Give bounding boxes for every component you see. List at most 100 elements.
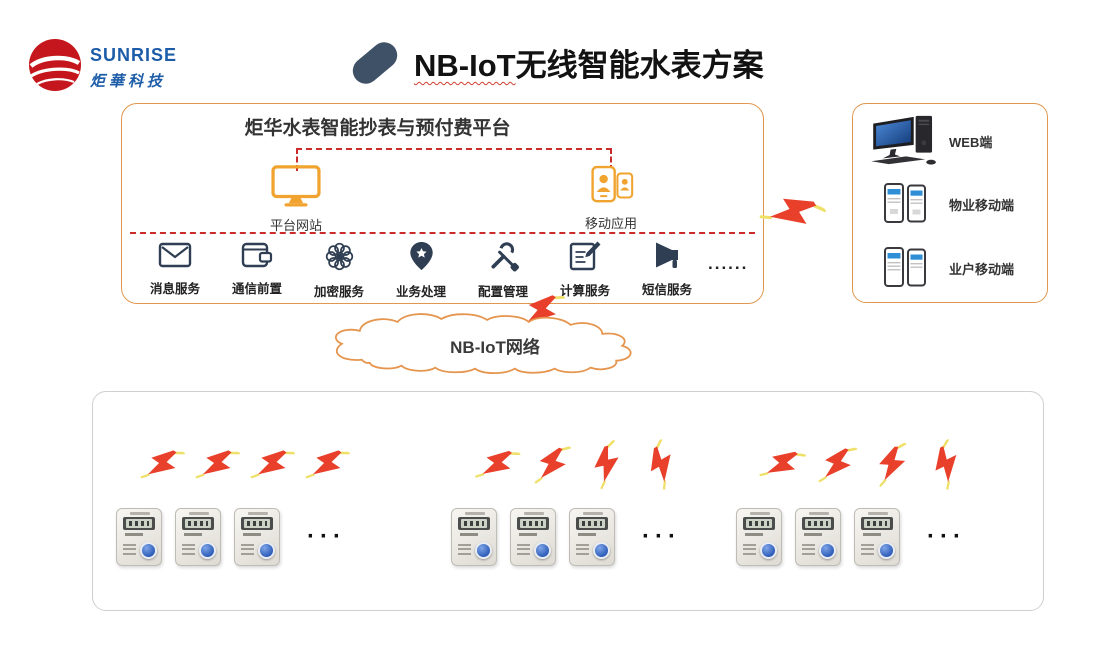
lcd-display [182, 517, 214, 530]
service-label: 消息服务 [149, 282, 200, 296]
service-label: 通信前置 [231, 282, 282, 296]
dashed-connector [296, 148, 612, 171]
lightning-icon [760, 183, 824, 243]
client-row: 业户移动端 [863, 238, 1043, 298]
sunrise-logo-icon [28, 38, 82, 97]
meter-row: ··· [736, 508, 967, 566]
title-zh: 无线智能水表方案 [515, 48, 764, 83]
dual-phones-icon [863, 245, 949, 291]
dashed-divider [130, 232, 755, 234]
page-header: NB-IoT无线智能水表方案 [347, 36, 764, 89]
lcd-display [743, 517, 775, 530]
title-pill-icon [347, 36, 403, 89]
meters-ellipsis: ··· [642, 523, 681, 551]
meter-row: ··· [451, 508, 682, 566]
title-en: NB-IoT [414, 48, 516, 83]
services-row: 消息服务 通信前置 [134, 240, 753, 300]
atom-icon [323, 240, 356, 274]
mobile-app-icon [588, 165, 634, 210]
lcd-display [458, 517, 490, 530]
meter-knob [819, 542, 836, 559]
client-label: WEB端 [949, 134, 993, 150]
services-ellipsis: ...... [708, 254, 749, 273]
meter-group: ··· [451, 442, 682, 566]
service-item: 业务处理 [380, 240, 462, 300]
lcd-display [517, 517, 549, 530]
client-row: WEB端 [863, 112, 1043, 170]
desktop-computer-icon [863, 114, 949, 168]
service-item: 消息服务 [134, 240, 216, 297]
meters-ellipsis: ··· [307, 523, 346, 551]
wallet-icon [240, 240, 274, 274]
bolt-row [477, 442, 682, 502]
lcd-display [861, 517, 893, 530]
logo: SUNRISE 炬華科技 [28, 38, 177, 97]
meter-knob [534, 542, 551, 559]
megaphone-icon [650, 240, 684, 274]
water-meter [116, 508, 162, 566]
meter-knob [475, 542, 492, 559]
network-label: NB-IoT网络 [450, 338, 540, 357]
service-item: 加密服务 [298, 240, 380, 300]
node-label: 平台网站 [269, 218, 322, 233]
company-name: 炬華科技 [90, 73, 167, 90]
lcd-display [576, 517, 608, 530]
meter-group: ··· [736, 442, 967, 566]
lightning-icon [243, 435, 302, 496]
meter-knob [258, 542, 275, 559]
clients-box: WEB端 物业移动端 [852, 103, 1048, 303]
dual-phones-icon [863, 181, 949, 227]
service-label: 加密服务 [313, 285, 364, 299]
platform-box: 炬华水表智能抄表与预付费平台 平台网站 [121, 103, 764, 304]
location-pin-icon [405, 240, 438, 274]
water-meter [510, 508, 556, 566]
lightning-icon [583, 438, 632, 491]
water-meter [234, 508, 280, 566]
water-meter [736, 508, 782, 566]
meters-ellipsis: ··· [927, 523, 966, 551]
lcd-display [241, 517, 273, 530]
monitor-icon [270, 165, 322, 212]
page-title: NB-IoT无线智能水表方案 [414, 40, 764, 85]
bolt-row [142, 442, 347, 502]
service-item: 计算服务 [544, 240, 626, 299]
water-meter [175, 508, 221, 566]
client-label: 业户移动端 [949, 261, 1015, 277]
lightning-icon [633, 435, 691, 495]
meters-box: ··· ··· [92, 391, 1044, 611]
document-edit-icon [568, 240, 602, 274]
lightning-icon [810, 436, 864, 494]
service-label: 计算服务 [559, 284, 610, 298]
meter-row: ··· [116, 508, 347, 566]
node-label: 移动应用 [584, 216, 637, 231]
service-label: 短信服务 [641, 283, 692, 297]
lightning-icon [752, 435, 812, 496]
meter-group: ··· [116, 442, 347, 566]
cloud-shape [335, 313, 632, 375]
mobile-app-node: 移动应用 [575, 165, 647, 232]
lightning-icon [133, 435, 192, 496]
water-meter [569, 508, 615, 566]
meter-knob [140, 542, 157, 559]
water-meter [854, 508, 900, 566]
lightning-icon [188, 435, 247, 496]
water-meter [795, 508, 841, 566]
service-item: 短信服务 [626, 240, 708, 298]
lightning-icon [298, 435, 357, 496]
nbiot-cloud: NB-IoT网络 [326, 312, 664, 378]
client-row: 物业移动端 [863, 174, 1043, 234]
service-item: 通信前置 [216, 240, 298, 297]
client-label: 物业移动端 [949, 197, 1015, 213]
lightning-icon [870, 441, 913, 490]
meter-knob [199, 542, 216, 559]
service-label: 配置管理 [477, 285, 528, 299]
bolt-row [762, 442, 967, 502]
lightning-icon [919, 436, 975, 495]
meter-knob [593, 542, 610, 559]
tools-icon [487, 240, 520, 274]
service-item: 配置管理 [462, 240, 544, 300]
brand-name: SUNRISE [90, 45, 178, 65]
service-label: 业务处理 [395, 285, 446, 299]
platform-website-node: 平台网站 [260, 164, 332, 234]
